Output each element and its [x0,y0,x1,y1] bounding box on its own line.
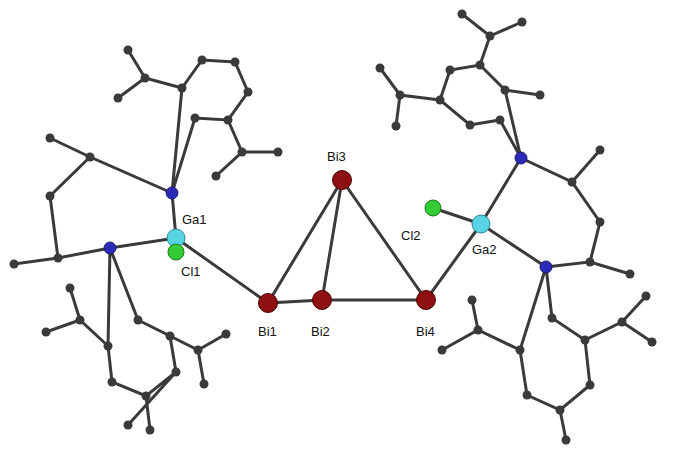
chlorine-atoms [168,200,441,260]
atom-label: Cl1 [181,264,201,279]
nitrogen-atoms [104,152,552,273]
carbon-atoms [10,10,657,445]
bismuth-atoms [259,171,436,313]
atom-label: Bi3 [327,149,346,164]
gallium-atoms [167,215,490,247]
atom-label: Bi2 [311,324,330,339]
atom-label: Cl2 [401,228,421,243]
atom-label: Ga2 [472,242,497,257]
atom-label: Ga1 [182,212,207,227]
atom-label: Bi4 [416,324,435,339]
bonds [14,14,652,440]
atom-label: Bi1 [258,324,277,339]
